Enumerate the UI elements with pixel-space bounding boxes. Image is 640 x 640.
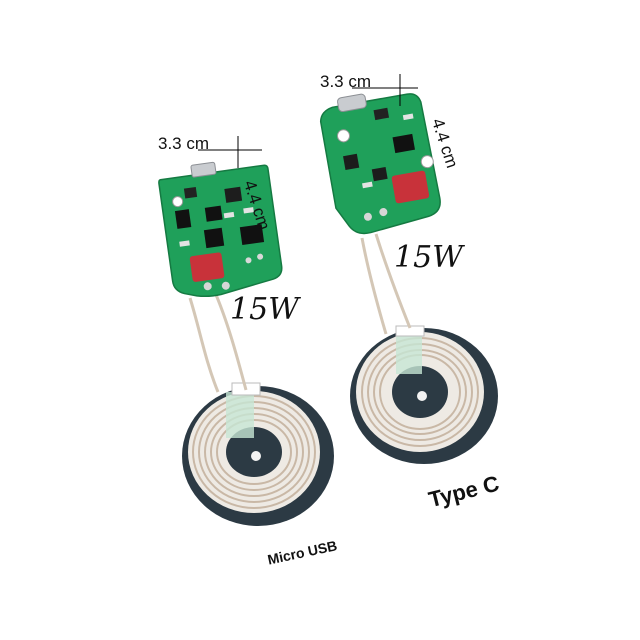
- right-coil-lead-2: [374, 233, 412, 329]
- right-coil: [350, 325, 498, 464]
- right-power-label: 15W: [394, 240, 464, 275]
- left-coil-lead-2: [212, 289, 248, 391]
- right-coil-lead-1: [360, 237, 388, 335]
- left-power-label: 15W: [230, 292, 300, 327]
- right-width-label: 3.3 cm: [320, 72, 372, 91]
- left-coil-lead-1: [188, 297, 220, 393]
- left-coil: [182, 382, 334, 526]
- right-module: [319, 74, 498, 464]
- left-module: [158, 136, 334, 526]
- left-pcb: [158, 161, 283, 298]
- left-width-label: 3.3 cm: [158, 134, 210, 153]
- right-pcb: [319, 93, 441, 235]
